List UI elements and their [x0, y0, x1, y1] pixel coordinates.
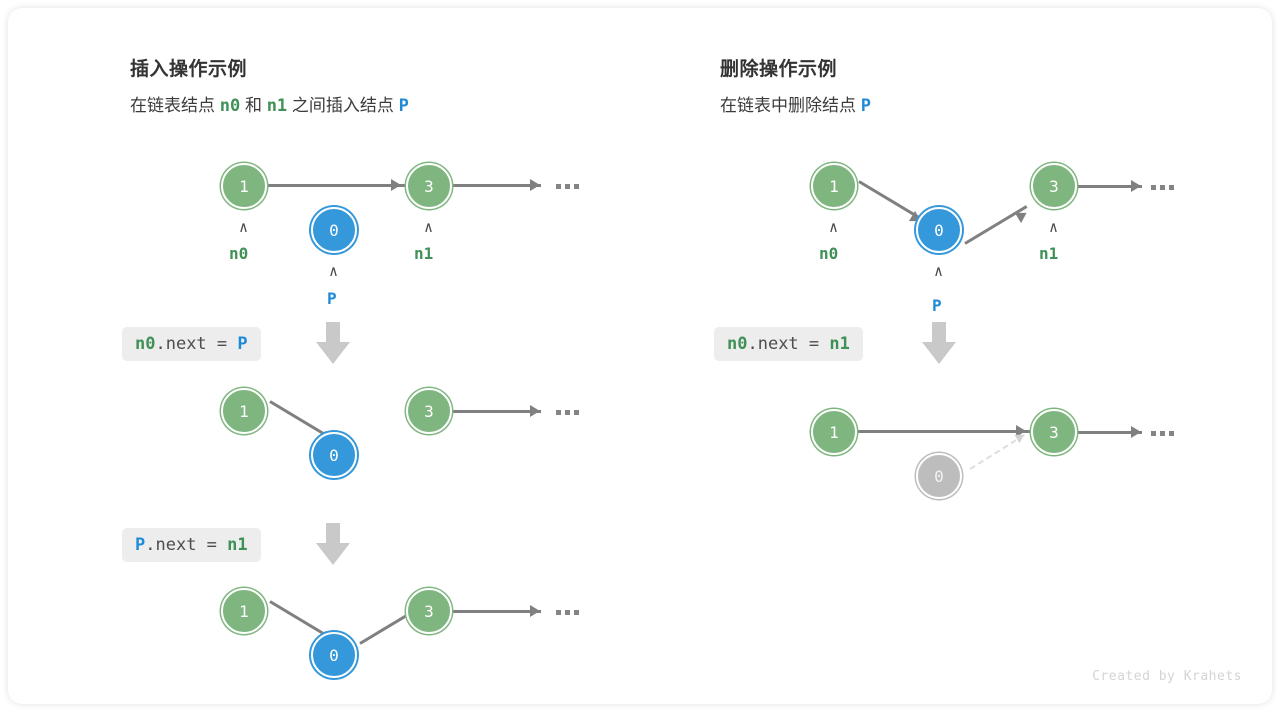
node-1-row2: 1 [221, 388, 267, 434]
delete-subtitle-text: 在链表中删除结点 [720, 96, 856, 115]
subtitle-text-2: 和 [244, 96, 262, 115]
subtitle-text-1: 在链表结点 [130, 96, 215, 115]
r-arrowhead-1-3-row2 [1016, 425, 1026, 437]
ellipsis-row3 [556, 610, 579, 615]
r-code-var-1: n0 [727, 334, 748, 354]
r-code-var-2: n1 [829, 334, 850, 354]
r-link-1-to-3-row2 [857, 430, 1030, 433]
pointer-label-n1: n1 [414, 244, 434, 263]
r-pointer-label-n0: n0 [819, 244, 839, 263]
arrowhead-n1-tail [530, 179, 540, 191]
subtitle-var-n0: n0 [219, 96, 241, 116]
code-mid-2: .next = [145, 535, 228, 555]
r-node-1-row2: 1 [811, 409, 857, 455]
subtitle-var-n1: n1 [266, 96, 288, 116]
caret-p-icon: ∧ [329, 262, 339, 280]
link-3-to-tail-row2 [451, 410, 541, 413]
down-arrow-step2-icon [316, 523, 350, 565]
arrowhead-3-tail-row2 [530, 405, 540, 417]
r-arrowhead-3-tail-row1 [1131, 180, 1141, 192]
r-caret-n1-icon: ∧ [1049, 218, 1059, 236]
r-node-3-row1: 3 [1031, 163, 1077, 209]
credit-text: Created by Krahets [1092, 669, 1242, 684]
link-n0-to-n1 [267, 184, 435, 187]
ellipsis-row1 [556, 184, 579, 189]
r-ellipsis-row1 [1151, 185, 1174, 190]
caret-n0-icon: ∧ [239, 218, 249, 236]
r-node-3-row2: 3 [1031, 409, 1077, 455]
node-0-row1: 0 [311, 207, 357, 253]
r-node-0-deleted: 0 [916, 453, 962, 499]
pointer-label-n0: n0 [229, 244, 249, 263]
arrowhead-3-tail-row3 [530, 605, 540, 617]
link-3-to-tail-row3 [451, 610, 541, 613]
r-arrowhead-3-tail-row2 [1131, 426, 1141, 438]
code-chip-step1: n0.next = P [122, 327, 261, 361]
ellipsis-row2 [556, 410, 579, 415]
node-1-row3: 1 [221, 588, 267, 634]
r-pointer-label-n1: n1 [1039, 244, 1059, 263]
r-node-0-row1: 0 [916, 207, 962, 253]
node-0-row2: 0 [311, 432, 357, 478]
subtitle-text-3: 之间插入结点 [291, 96, 394, 115]
delete-subtitle-var-p: P [860, 96, 871, 116]
r-code-mid: .next = [747, 334, 830, 354]
down-arrow-step1-icon [316, 322, 350, 364]
delete-panel-subtitle: 在链表中删除结点 P [720, 91, 871, 116]
r-link-3-to-tail-row1 [1076, 185, 1142, 188]
r-caret-p-icon: ∧ [934, 262, 944, 280]
code-chip-step2: P.next = n1 [122, 528, 261, 562]
code-var-4: n1 [227, 535, 248, 555]
diagram-card: 插入操作示例 在链表结点 n0 和 n1 之间插入结点 P 1 0 3 ∧ n0… [8, 8, 1272, 704]
arrowhead-n0-n1 [391, 179, 401, 191]
code-var-2: P [237, 334, 248, 354]
node-3-row3: 3 [406, 588, 452, 634]
r-caret-n0-icon: ∧ [829, 218, 839, 236]
node-3-row2: 3 [406, 388, 452, 434]
pointer-label-p: P [327, 289, 337, 308]
insert-panel-subtitle: 在链表结点 n0 和 n1 之间插入结点 P [130, 91, 409, 116]
code-mid-1: .next = [155, 334, 238, 354]
r-code-chip-step1: n0.next = n1 [714, 327, 863, 361]
subtitle-var-p: P [398, 96, 409, 116]
link-n1-to-tail [451, 184, 541, 187]
r-down-arrow-icon [922, 322, 956, 364]
r-link-3-to-tail-row2 [1076, 431, 1142, 434]
node-3-row1: 3 [406, 163, 452, 209]
insert-panel-title: 插入操作示例 [130, 59, 248, 80]
code-var-3: P [135, 535, 146, 555]
node-0-row3: 0 [311, 632, 357, 678]
delete-panel-title: 删除操作示例 [720, 59, 838, 80]
caret-n1-icon: ∧ [424, 218, 434, 236]
code-var-1: n0 [135, 334, 156, 354]
r-node-1-row1: 1 [811, 163, 857, 209]
r-pointer-label-p: P [932, 296, 942, 315]
node-1-row1: 1 [221, 163, 267, 209]
r-ellipsis-row2 [1151, 431, 1174, 436]
r-arrowhead-0-3-row1 [1014, 207, 1030, 224]
